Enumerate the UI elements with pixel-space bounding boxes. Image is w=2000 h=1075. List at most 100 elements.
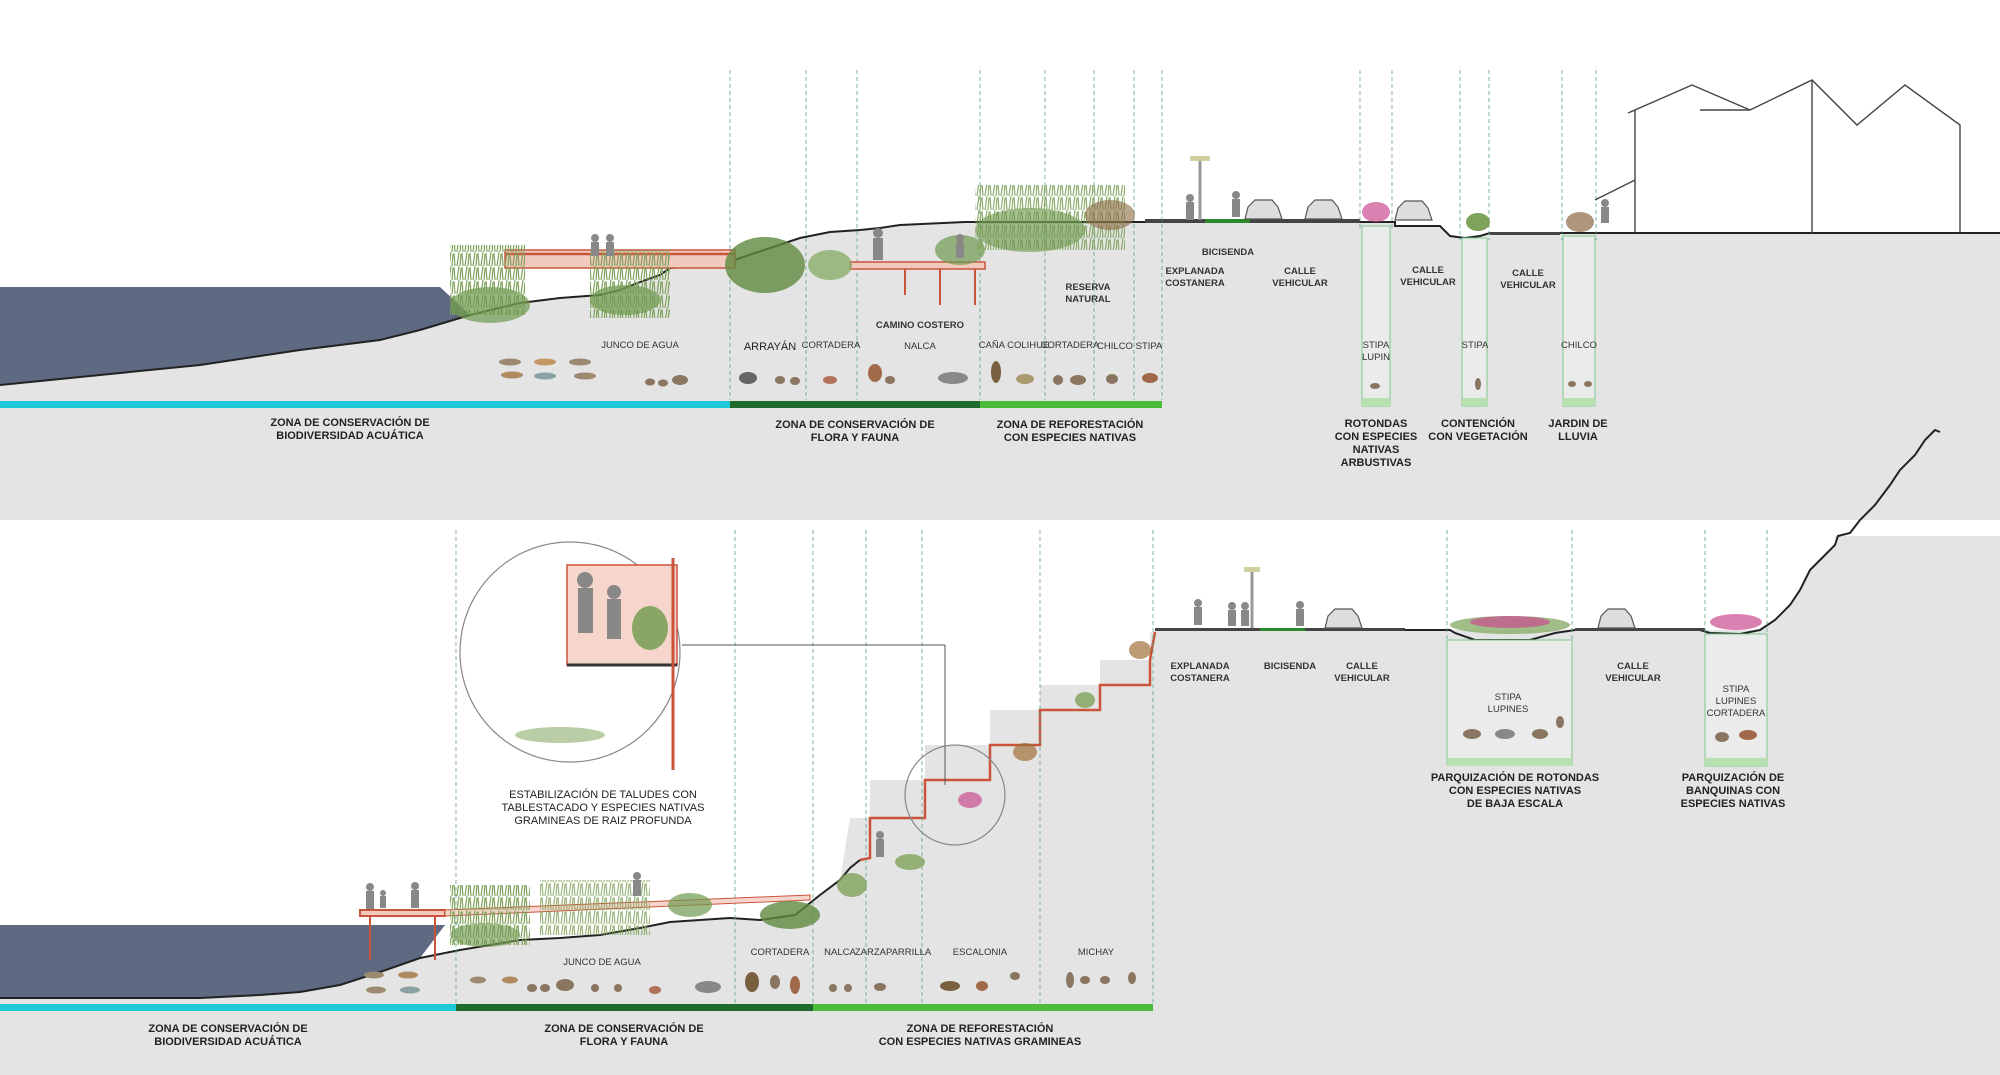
top-label-arrayan: ARRAYÁN <box>744 340 796 353</box>
bottom-zone-flora-1: ZONA DE CONSERVACIÓN DE <box>544 1022 703 1035</box>
top-zone-bar-aquatic <box>0 401 730 408</box>
bottom-zone-parq-rot-1: PARQUIZACIÓN DE ROTONDAS <box>1431 771 1599 784</box>
top-bikelane <box>1205 219 1250 223</box>
bottom-terraces <box>859 631 1157 862</box>
top-label-explanada-1: EXPLANADA <box>1165 266 1224 277</box>
bottom-rotonda-base <box>1447 758 1572 766</box>
bottom-label-calle1-1: CALLE <box>1346 661 1378 672</box>
top-zone-aquatic-2: BIODIVERSIDAD ACUÁTICA <box>276 429 424 442</box>
top-label-stipa-lupin-1: STIPA <box>1363 340 1390 351</box>
bottom-label-calle1-2: VEHICULAR <box>1334 673 1390 684</box>
bottom-zone-parq-ban-3: ESPECIES NATIVAS <box>1681 798 1786 810</box>
top-label-calle2-2: VEHICULAR <box>1400 277 1456 288</box>
top-label-junco: JUNCO DE AGUA <box>601 340 679 351</box>
bottom-zone-reforest-1: ZONA DE REFORESTACIÓN <box>907 1022 1054 1035</box>
top-label-calle1-1: CALLE <box>1284 266 1316 277</box>
bottom-rotonda-pit <box>1446 639 1573 766</box>
bottom-label-escalonia: ESCALONIA <box>953 947 1008 958</box>
bottom-label-cortadera: CORTADERA <box>751 947 810 958</box>
top-label-bicisenda: BICISENDA <box>1202 247 1254 258</box>
bottom-bikelane <box>1260 628 1305 631</box>
top-label-cortadera2: CORTADERA <box>1041 340 1100 351</box>
section-separator <box>0 520 2000 536</box>
top-zone-rotondas-1: ROTONDAS <box>1345 418 1408 430</box>
top-zone-bar-flora <box>730 401 980 408</box>
bottom-label-stipa-lupines-2: LUPINES <box>1488 704 1529 715</box>
bottom-label-bicisenda: BICISENDA <box>1264 661 1316 672</box>
top-pit-base-2 <box>1462 398 1487 406</box>
top-zone-bar-reforest <box>980 401 1162 408</box>
bottom-road-2 <box>1575 628 1705 631</box>
bottom-zone-aquatic-2: BIODIVERSIDAD ACUÁTICA <box>154 1035 302 1048</box>
top-zone-rotondas-3: NATIVAS <box>1353 444 1400 456</box>
bottom-label-stipa-lupines-1: STIPA <box>1495 692 1522 703</box>
top-label-chilco: CHILCO <box>1097 341 1133 352</box>
bottom-zone-parq-rot-3: DE BAJA ESCALA <box>1467 798 1563 810</box>
bottom-label-stipa3-2: LUPINES <box>1716 696 1757 707</box>
top-label-stipa-lupin-2: LUPIN <box>1362 352 1390 363</box>
bottom-zone-aquatic-1: ZONA DE CONSERVACIÓN DE <box>148 1022 307 1035</box>
top-label-calle2-1: CALLE <box>1412 265 1444 276</box>
bottom-zone-flora-2: FLORA Y FAUNA <box>580 1036 668 1048</box>
bottom-vegetation <box>450 614 1762 947</box>
bottom-label-stipa3-1: STIPA <box>1723 684 1750 695</box>
bottom-label-explanada-2: COSTANERA <box>1170 673 1230 684</box>
top-zone-rotondas-4: ARBUSTIVAS <box>1341 457 1412 469</box>
bottom-label-stipa3-3: CORTADERA <box>1707 708 1766 719</box>
bottom-cars <box>1324 608 1636 629</box>
top-road-2 <box>1490 232 1560 235</box>
top-section: JUNCO DE AGUA ARRAYÁN CORTADERA NALCA CA… <box>0 70 2000 520</box>
bottom-label-calle2-2: VEHICULAR <box>1605 673 1661 684</box>
top-vegetation <box>450 185 1594 323</box>
bottom-detail-callout <box>459 541 1006 846</box>
top-people <box>591 191 1609 260</box>
top-label-stipa2: STIPA <box>1462 340 1489 351</box>
top-label-calle3-2: VEHICULAR <box>1500 280 1556 291</box>
bottom-zone-bar-flora <box>456 1004 813 1011</box>
top-pit-base-1 <box>1362 398 1390 406</box>
top-label-stipa: STIPA <box>1136 341 1163 352</box>
top-label-camino: CAMINO COSTERO <box>876 320 964 331</box>
top-cars <box>1244 199 1433 221</box>
bottom-label-zarzaparrilla: ZARZAPARRILLA <box>855 947 932 958</box>
top-zone-reforest-1: ZONA DE REFORESTACIÓN <box>997 418 1144 431</box>
bottom-label-estab-1: ESTABILIZACIÓN DE TALUDES CON <box>509 788 697 801</box>
top-pit-base-3 <box>1563 398 1595 406</box>
bottom-street-line <box>1155 428 1941 641</box>
bottom-people <box>366 599 1304 909</box>
bottom-label-michay: MICHAY <box>1078 947 1115 958</box>
bottom-zone-parq-ban-1: PARQUIZACIÓN DE <box>1682 771 1784 784</box>
bottom-zone-bar-aquatic <box>0 1004 456 1011</box>
bottom-animals <box>364 716 1757 994</box>
top-street-lamp <box>1190 156 1210 220</box>
top-label-cortadera: CORTADERA <box>802 340 861 351</box>
bottom-label-estab-2: TABLESTACADO Y ESPECIES NATIVAS <box>502 802 705 814</box>
top-road <box>1145 219 1360 223</box>
top-label-calle1-2: VEHICULAR <box>1272 278 1328 289</box>
top-label-cana: CAÑA COLIHUE <box>979 340 1050 351</box>
top-label-calle3-1: CALLE <box>1512 268 1544 279</box>
bottom-section: JUNCO DE AGUA CORTADERA NALCA ZARZAPARRI… <box>0 428 2000 1075</box>
bottom-zone-parq-rot-2: CON ESPECIES NATIVAS <box>1449 785 1581 797</box>
top-label-reserva-1: RESERVA <box>1065 282 1110 293</box>
bottom-banquina-base <box>1705 758 1767 766</box>
top-guide-lines <box>729 70 1597 400</box>
top-rotonda-pit <box>1361 225 1391 407</box>
bottom-label-estab-3: GRAMINEAS DE RAIZ PROFUNDA <box>514 815 692 827</box>
bottom-street-lamp <box>1244 567 1260 628</box>
top-zone-reforest-2: CON ESPECIES NATIVAS <box>1004 432 1136 444</box>
top-water <box>0 287 470 385</box>
top-house <box>1594 79 1961 233</box>
bottom-water <box>0 925 445 998</box>
bottom-zone-bar-reforest <box>813 1004 1153 1011</box>
top-zone-contencion-1: CONTENCIÓN <box>1441 417 1515 430</box>
bottom-label-calle2-1: CALLE <box>1617 661 1649 672</box>
top-zone-jardin-2: LLUVIA <box>1558 431 1598 443</box>
top-label-chilco2: CHILCO <box>1561 340 1597 351</box>
top-contencion-pit <box>1461 237 1488 407</box>
top-animals <box>499 358 1592 390</box>
top-zone-contencion-2: CON VEGETACIÓN <box>1428 430 1527 443</box>
top-label-reserva-2: NATURAL <box>1065 294 1110 305</box>
